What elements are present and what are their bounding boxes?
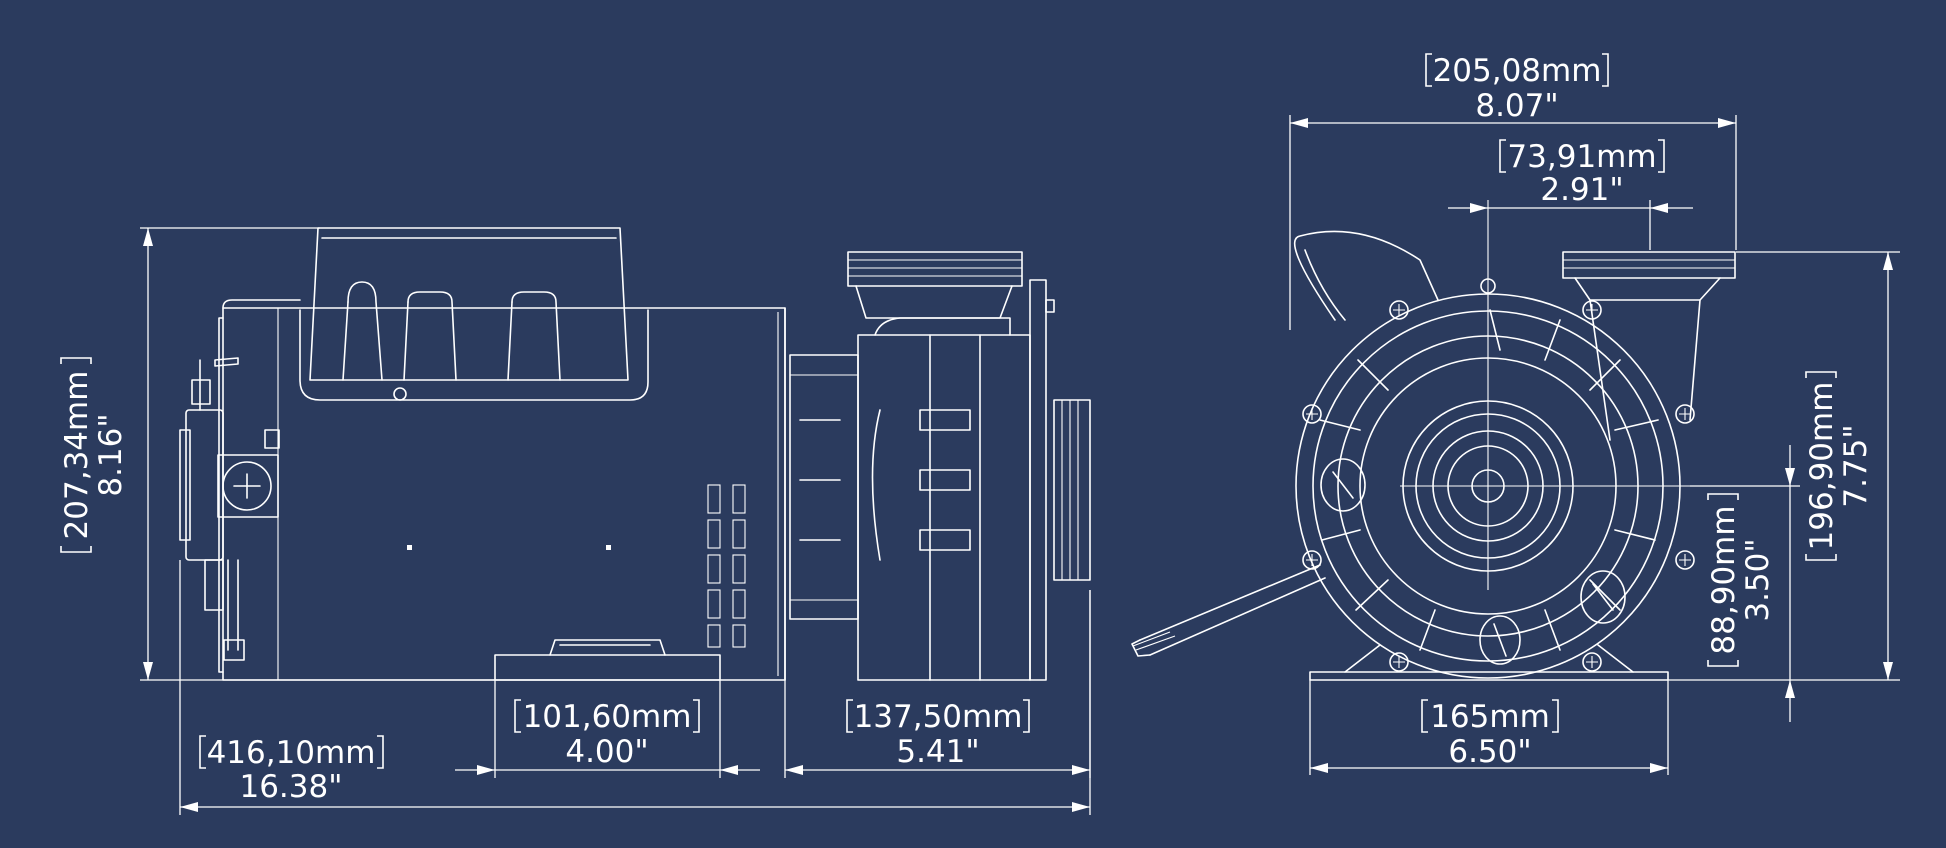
pump-head-length-inch: 5.41": [896, 734, 979, 770]
dim-line-base-width: [1309, 680, 1669, 775]
motor-vents: [707, 484, 746, 648]
label-port-offset: 73,91mm 2.91": [1499, 139, 1665, 208]
power-cord: [1131, 564, 1326, 657]
pump-head-length-mm: 137,50mm: [854, 699, 1023, 735]
pump-head: [789, 251, 1091, 681]
label-front-width: 205,08mm 8.07": [1425, 53, 1609, 124]
front-view-pump: [1131, 200, 1736, 681]
front-height-mm: 196,90mm: [1804, 382, 1840, 551]
shaft-height-inch: 3.50": [1740, 538, 1776, 621]
label-foot-width: 101,60mm 4.00": [514, 699, 700, 770]
dim-line-pump-head-length: [784, 590, 1091, 778]
label-base-width: 165mm 6.50": [1421, 699, 1559, 770]
housing-bolts: [1302, 278, 1695, 672]
front-height-inch: 7.75": [1838, 424, 1874, 507]
label-pump-head-length: 137,50mm 5.41": [846, 699, 1030, 770]
motor-body: [179, 299, 786, 681]
shaft-height-mm: 88,90mm: [1706, 505, 1742, 654]
dim-line-side-height: [140, 227, 495, 681]
label-overall-length: 416,10mm 16.38": [199, 735, 384, 805]
label-side-height: 207,34mm 8.16": [59, 357, 129, 553]
foot-width-mm: 101,60mm: [523, 699, 692, 735]
side-view-pump: [179, 227, 1091, 681]
dim-line-shaft-height: [1690, 445, 1800, 722]
label-front-height: 196,90mm 7.75": [1804, 371, 1874, 561]
overall-length-mm: 416,10mm: [207, 735, 376, 771]
side-height-mm: 207,34mm: [59, 371, 95, 540]
base-width-inch: 6.50": [1448, 734, 1531, 770]
port-offset-inch: 2.91": [1540, 172, 1623, 208]
dim-line-foot-width: [455, 680, 760, 778]
dim-line-port-offset: [1448, 200, 1693, 250]
base-width-mm: 165mm: [1430, 699, 1550, 735]
label-shaft-height: 88,90mm 3.50": [1706, 493, 1776, 667]
mounting-foot: [494, 639, 721, 681]
port-offset-mm: 73,91mm: [1507, 139, 1656, 175]
dim-line-front-height: [1668, 251, 1900, 681]
dim-line-front-width: [1289, 115, 1737, 330]
overall-length-inch: 16.38": [239, 769, 342, 805]
capacitor-cover: [299, 227, 649, 401]
side-height-inch: 8.16": [93, 413, 129, 496]
front-width-inch: 8.07": [1475, 88, 1558, 124]
foot-width-inch: 4.00": [565, 734, 648, 770]
front-width-mm: 205,08mm: [1433, 53, 1602, 89]
